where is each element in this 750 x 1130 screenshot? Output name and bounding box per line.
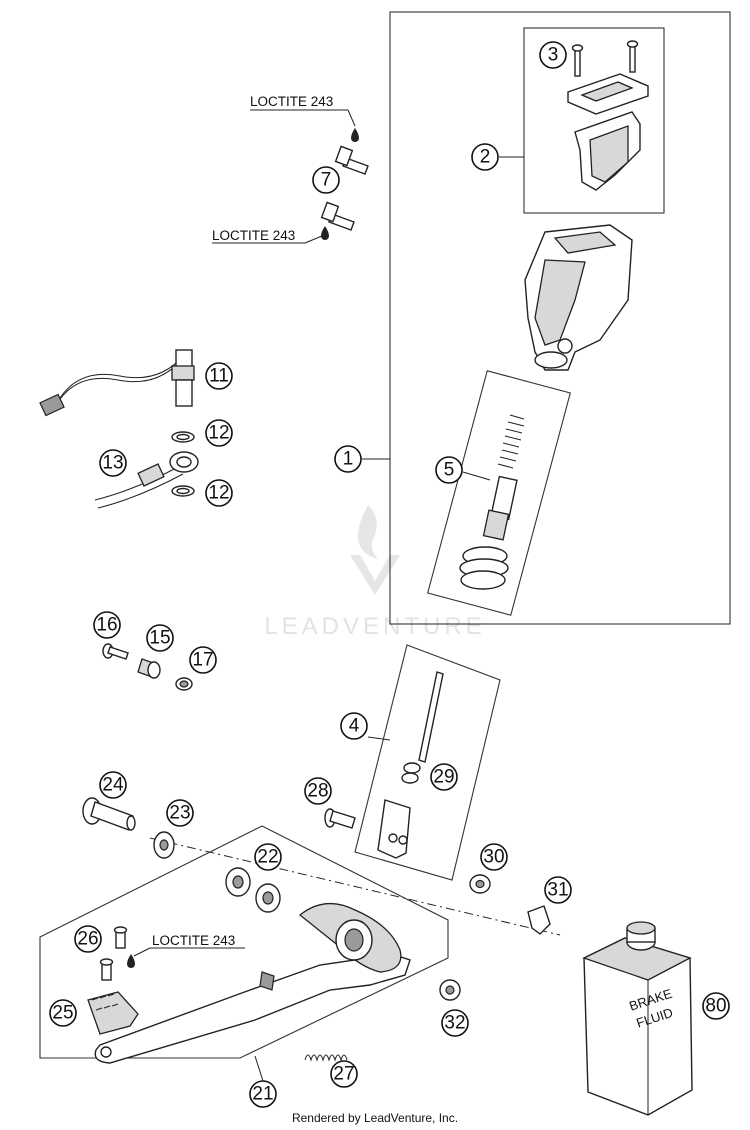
callout-24: 24 xyxy=(99,771,127,799)
pivot-axis-line xyxy=(149,837,561,936)
pivot-pin xyxy=(82,797,136,831)
watermark-v-icon xyxy=(350,555,400,595)
cover-screws xyxy=(571,40,639,77)
svg-text:4: 4 xyxy=(349,716,360,737)
svg-text:31: 31 xyxy=(547,880,568,901)
svg-text:7: 7 xyxy=(321,170,332,191)
pin-28 xyxy=(324,808,356,829)
callout-28: 28 xyxy=(304,777,332,805)
svg-text:22: 22 xyxy=(257,847,278,868)
callout-11: 11 xyxy=(205,362,233,390)
svg-text:26: 26 xyxy=(77,929,98,950)
svg-text:11: 11 xyxy=(209,366,229,387)
loctite-label: LOCTITE 243 xyxy=(212,228,295,243)
svg-text:29: 29 xyxy=(433,767,454,788)
callout-21: 21 xyxy=(249,1080,277,1108)
push-rod xyxy=(377,671,444,859)
svg-text:13: 13 xyxy=(102,453,123,474)
step-plate-screws xyxy=(99,926,128,981)
callout-12-upper: 12 xyxy=(205,419,233,447)
callout-5: 5 xyxy=(435,456,463,484)
reservoir-cover-group-box xyxy=(523,27,665,214)
callout-17: 17 xyxy=(189,646,217,674)
spacer-15 xyxy=(137,658,161,679)
callout-2: 2 xyxy=(471,143,499,171)
loctite-drop-icon xyxy=(127,954,135,968)
master-cylinder-group-box xyxy=(389,11,731,625)
piston-kit xyxy=(459,414,525,590)
bolt-16 xyxy=(102,643,129,660)
callout-16: 16 xyxy=(93,611,121,639)
watermark-flame-icon xyxy=(357,505,378,559)
return-spring xyxy=(304,1054,348,1062)
svg-text:16: 16 xyxy=(96,615,117,636)
bushings-22 xyxy=(225,867,281,913)
brake-step-plate xyxy=(87,991,139,1035)
svg-text:23: 23 xyxy=(169,803,190,824)
callout-27: 27 xyxy=(330,1060,358,1088)
brake-light-switch xyxy=(39,349,195,417)
callout-32: 32 xyxy=(441,1009,469,1037)
callout-25: 25 xyxy=(49,999,77,1027)
watermark: LEADVENTURE xyxy=(264,505,485,640)
brake-hose xyxy=(94,451,199,509)
piston-kit-group-box xyxy=(427,370,571,616)
svg-text:12: 12 xyxy=(208,423,229,444)
reservoir-cap xyxy=(567,73,649,191)
svg-text:3: 3 xyxy=(548,45,559,66)
svg-text:1: 1 xyxy=(343,449,354,470)
callout-23: 23 xyxy=(166,799,194,827)
callout-80: 80 xyxy=(702,992,730,1020)
svg-text:25: 25 xyxy=(52,1003,73,1024)
push-rod-group-box xyxy=(354,644,501,881)
callout-4: 4 xyxy=(340,712,368,740)
loctite-label: LOCTITE 243 xyxy=(152,933,235,948)
callout-5-leader xyxy=(462,471,491,481)
callout-13: 13 xyxy=(99,449,127,477)
mounting-bolts xyxy=(320,145,369,231)
svg-text:12: 12 xyxy=(208,483,229,504)
svg-text:80: 80 xyxy=(705,996,726,1017)
master-cylinder-body xyxy=(524,224,633,371)
callout-31: 31 xyxy=(544,876,572,904)
nut-17 xyxy=(175,677,193,691)
svg-text:15: 15 xyxy=(149,628,170,649)
svg-text:30: 30 xyxy=(483,847,504,868)
loctite-drop-icon xyxy=(351,128,359,142)
brake-pedal-group-box xyxy=(39,825,449,1059)
svg-text:17: 17 xyxy=(192,650,213,671)
callout-26: 26 xyxy=(74,925,102,953)
svg-text:32: 32 xyxy=(444,1013,465,1034)
callout-3: 3 xyxy=(539,41,567,69)
callout-29: 29 xyxy=(430,763,458,791)
callout-12-lower: 12 xyxy=(205,479,233,507)
loctite-label: LOCTITE 243 xyxy=(250,94,333,109)
footer-credit: Rendered by LeadVenture, Inc. xyxy=(292,1111,458,1125)
svg-text:28: 28 xyxy=(307,781,328,802)
callout-7: 7 xyxy=(312,166,340,194)
loctite-drop-icon xyxy=(321,226,329,240)
svg-text:5: 5 xyxy=(444,460,455,481)
svg-text:24: 24 xyxy=(102,775,124,796)
brake-pedal xyxy=(94,903,411,1064)
callout-30: 30 xyxy=(480,843,508,871)
callout-1: 1 xyxy=(334,445,362,473)
svg-text:2: 2 xyxy=(480,147,491,168)
svg-text:27: 27 xyxy=(333,1064,354,1085)
watermark-text: LEADVENTURE xyxy=(264,613,485,640)
brake-fluid-bottle: BRAKE FLUID xyxy=(582,921,693,1116)
callout-22: 22 xyxy=(254,843,282,871)
svg-text:21: 21 xyxy=(252,1084,273,1105)
callout-15: 15 xyxy=(146,624,174,652)
cotter-clip-31 xyxy=(527,905,551,935)
